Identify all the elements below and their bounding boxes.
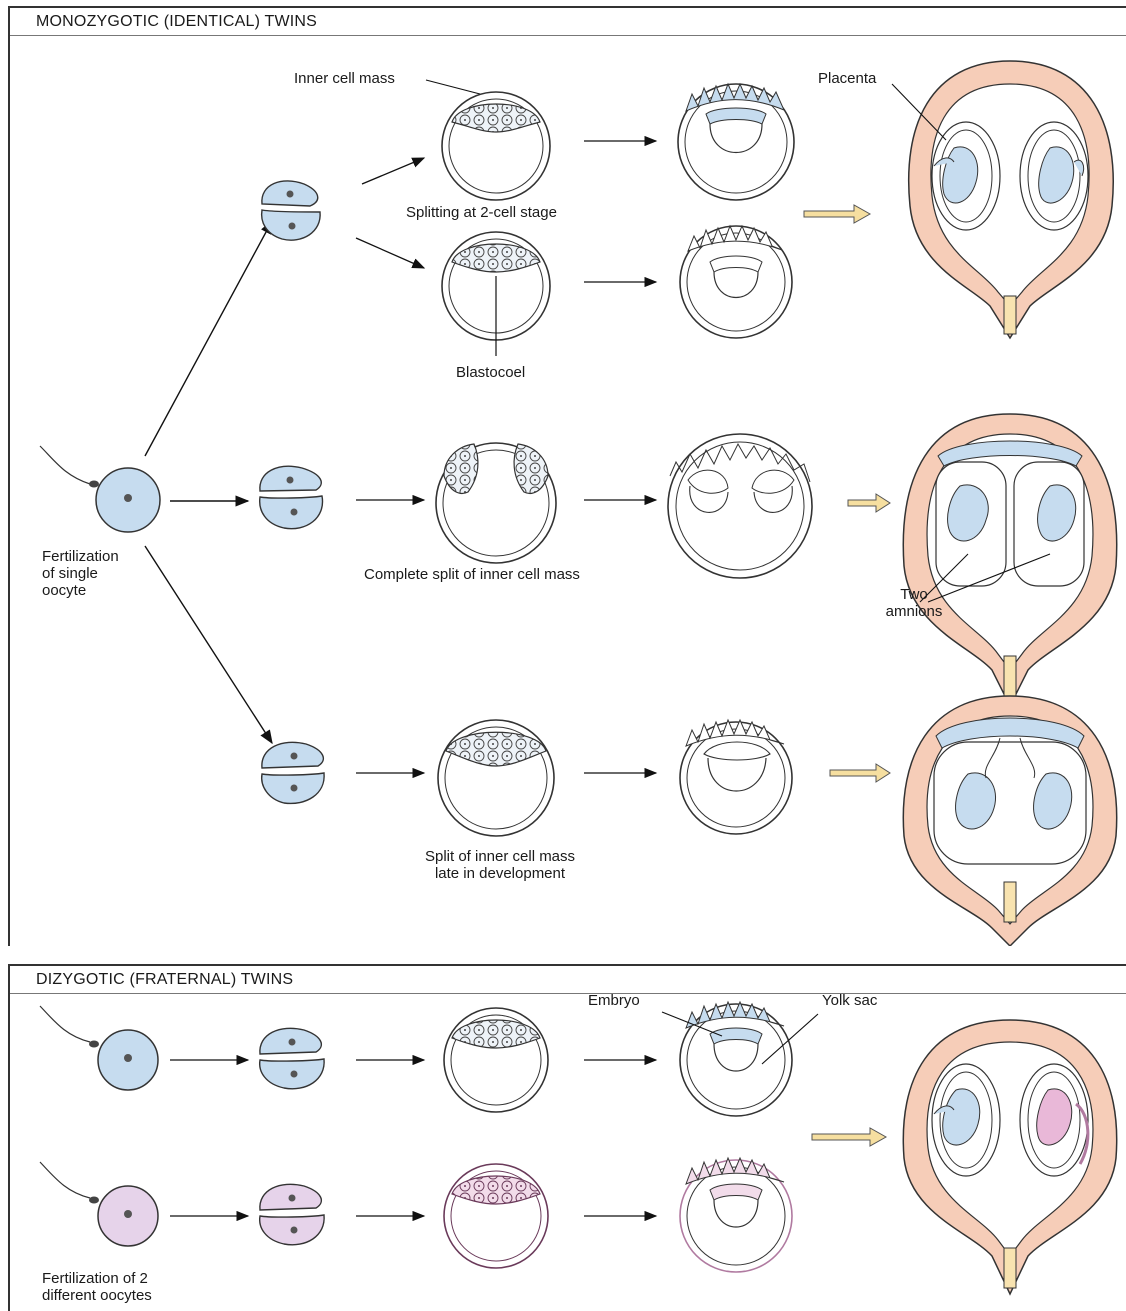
- uterus-shared-amnion: [903, 696, 1116, 946]
- two-cell-bottom: [262, 742, 324, 803]
- implanted-embryo-pink: [680, 1158, 792, 1272]
- label-fertilization-single: Fertilization of single oocyte: [42, 548, 119, 599]
- two-cell-blue: [260, 1028, 324, 1088]
- block-arrow-1: [804, 205, 870, 223]
- block-arrow-dizygotic: [812, 1128, 886, 1146]
- label-late-split: Split of inner cell mass late in develop…: [390, 848, 610, 882]
- label-blastocoel: Blastocoel: [456, 364, 525, 381]
- blastocyst-1: [442, 92, 550, 200]
- label-placenta: Placenta: [818, 70, 876, 87]
- arrow-to-blastocyst-1: [362, 158, 424, 184]
- implanted-embryo-2: [680, 226, 792, 338]
- monozygotic-diagram: [10, 6, 1126, 946]
- uterus-shared-placenta-two-amnions: [903, 414, 1116, 706]
- label-embryo: Embryo: [588, 992, 640, 1009]
- label-two-amnions: Two amnions: [874, 586, 954, 620]
- label-complete-split: Complete split of inner cell mass: [364, 566, 580, 583]
- inner-cell-mass-leader: [426, 80, 480, 94]
- implanted-embryo-4: [680, 720, 792, 834]
- blastocyst-4: [438, 720, 554, 836]
- oocyte-blue: [40, 1006, 158, 1090]
- implanted-embryo-1: [678, 84, 794, 200]
- arrow-to-2cell-bottom: [145, 546, 272, 743]
- label-yolk-sac: Yolk sac: [822, 992, 877, 1009]
- blastocyst-3: [436, 443, 556, 563]
- uterus-dizygotic: [903, 1020, 1116, 1294]
- two-cell-top: [262, 181, 321, 240]
- monozygotic-panel: MONOZYGOTIC (IDENTICAL) TWINS: [8, 6, 1126, 946]
- two-cell-pink: [260, 1184, 324, 1244]
- dizygotic-panel: DIZYGOTIC (FRATERNAL) TWINS: [8, 964, 1126, 1311]
- oocyte-pink: [40, 1162, 158, 1246]
- zygote-cell: [40, 446, 160, 532]
- implanted-embryo-3: [668, 434, 812, 578]
- label-splitting-2cell: Splitting at 2-cell stage: [406, 204, 557, 221]
- dizygotic-diagram: [10, 964, 1126, 1311]
- implanted-embryo-blue: [662, 1002, 818, 1116]
- arrow-to-blastocyst-2: [356, 238, 424, 268]
- label-inner-cell-mass: Inner cell mass: [294, 70, 395, 87]
- block-arrow-3: [830, 764, 890, 782]
- blastocyst-2: [442, 232, 550, 356]
- uterus-separate-placentas: [892, 61, 1113, 338]
- two-cell-mid: [260, 466, 323, 528]
- block-arrow-2: [848, 494, 890, 512]
- label-fertilization-two: Fertilization of 2 different oocytes: [42, 1270, 152, 1304]
- blastocyst-blue: [444, 1008, 548, 1112]
- arrow-to-2cell-top: [145, 221, 272, 456]
- blastocyst-pink: [444, 1164, 548, 1268]
